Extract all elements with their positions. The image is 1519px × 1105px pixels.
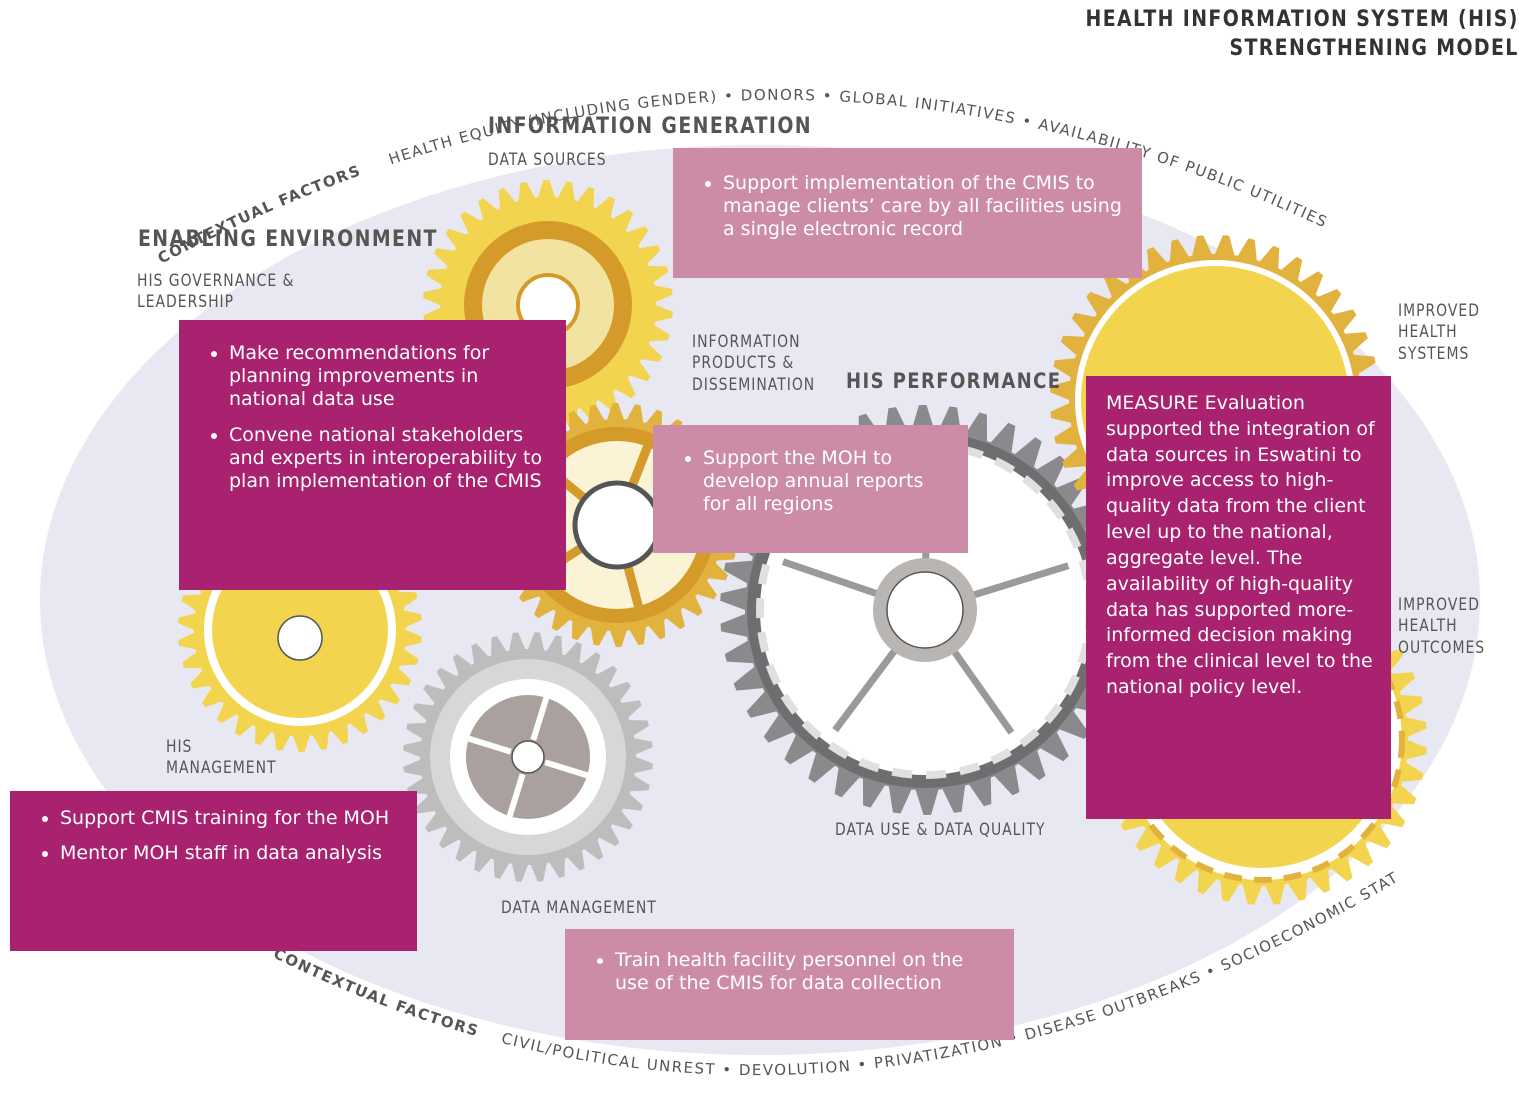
label-information-products-line-3: DISSEMINATION [692,374,816,395]
box-governance-item-2: Convene national stakeholders and expert… [229,424,546,494]
heading-information-generation: INFORMATION GENERATION [488,114,813,139]
label-information-products: INFORMATION PRODUCTS & DISSEMINATION [692,332,815,396]
label-improved-systems-line-1: IMPROVED [1398,301,1480,321]
label-data-sources: DATA SOURCES [488,150,607,170]
label-data-use: DATA USE & DATA QUALITY [835,820,1046,840]
label-improved-outcomes-line-1: IMPROVED [1398,595,1480,615]
label-his-management-line-1: HIS [166,737,193,757]
information-products-gear-spoke [622,562,643,608]
label-improved-systems: IMPROVED HEALTH SYSTEMS [1398,301,1480,365]
label-improved-outcomes-line-2: HEALTH [1398,616,1458,637]
data-management-gear-spoke [544,759,589,779]
heading-enabling-environment: ENABLING ENVIRONMENT [138,227,438,252]
label-improved-outcomes: IMPROVED HEALTH OUTCOMES [1398,595,1485,659]
label-his-governance: HIS GOVERNANCE & LEADERSHIP [137,271,294,314]
label-improved-outcomes-line-3: OUTCOMES [1398,637,1486,658]
box-training: Train health facility personnel on the u… [565,929,1014,1040]
diagram-title: HEALTH INFORMATION SYSTEM (HIS) STRENGTH… [1086,6,1519,63]
label-data-management: DATA MANAGEMENT [501,898,657,918]
heading-his-performance: HIS PERFORMANCE [846,369,1062,393]
box-governance-item-1: Make recommendations for planning improv… [229,342,546,412]
information-products-gear-hub [572,480,662,570]
title-line-1: HEALTH INFORMATION SYSTEM (HIS) [1085,7,1519,32]
his-performance-gear-hub [886,571,964,649]
data-management-gear-hub [511,740,545,774]
title-line-2: STRENGTHENING MODEL [1229,35,1519,61]
box-governance: Make recommendations for planning improv… [179,320,566,590]
label-information-products-line-2: PRODUCTS & [692,353,795,374]
information-products-gear-spoke [627,445,652,490]
label-his-management: HIS MANAGEMENT [166,737,277,780]
data-management-gear-spoke [506,773,526,818]
label-his-management-line-2: MANAGEMENT [166,758,277,779]
data-management-gear-spoke [530,696,550,741]
box-annual-reports-item: Support the MOH to develop annual report… [703,447,948,517]
his-performance-gear-spoke [950,648,1015,735]
governance-gear-hub [277,615,323,661]
label-his-governance-line-2: LEADERSHIP [137,292,235,313]
box-annual-reports: Support the MOH to develop annual report… [653,425,968,553]
box-measure-evaluation-text: MEASURE Evaluation supported the integra… [1106,392,1375,699]
label-his-governance-line-1: HIS GOVERNANCE & [137,271,295,291]
his-performance-gear-spoke [781,558,879,598]
box-training-item: Train health facility personnel on the u… [615,949,994,995]
box-cmis-implementation: Support implementation of the CMIS to ma… [673,148,1142,278]
box-management: Support CMIS training for the MOH Mentor… [10,791,417,951]
box-management-item-2: Mentor MOH staff in data analysis [60,842,393,865]
box-measure-evaluation: MEASURE Evaluation supported the integra… [1086,376,1391,819]
his-performance-gear-spoke [971,562,1070,599]
label-improved-systems-line-2: HEALTH [1398,322,1458,343]
box-management-item-1: Support CMIS training for the MOH [60,807,393,830]
label-improved-systems-line-3: SYSTEMS [1398,343,1470,364]
his-performance-gear-spoke [832,647,898,733]
label-information-products-line-1: INFORMATION [692,332,801,352]
box-cmis-implementation-item: Support implementation of the CMIS to ma… [723,172,1122,242]
data-management-gear-spoke [467,735,512,755]
